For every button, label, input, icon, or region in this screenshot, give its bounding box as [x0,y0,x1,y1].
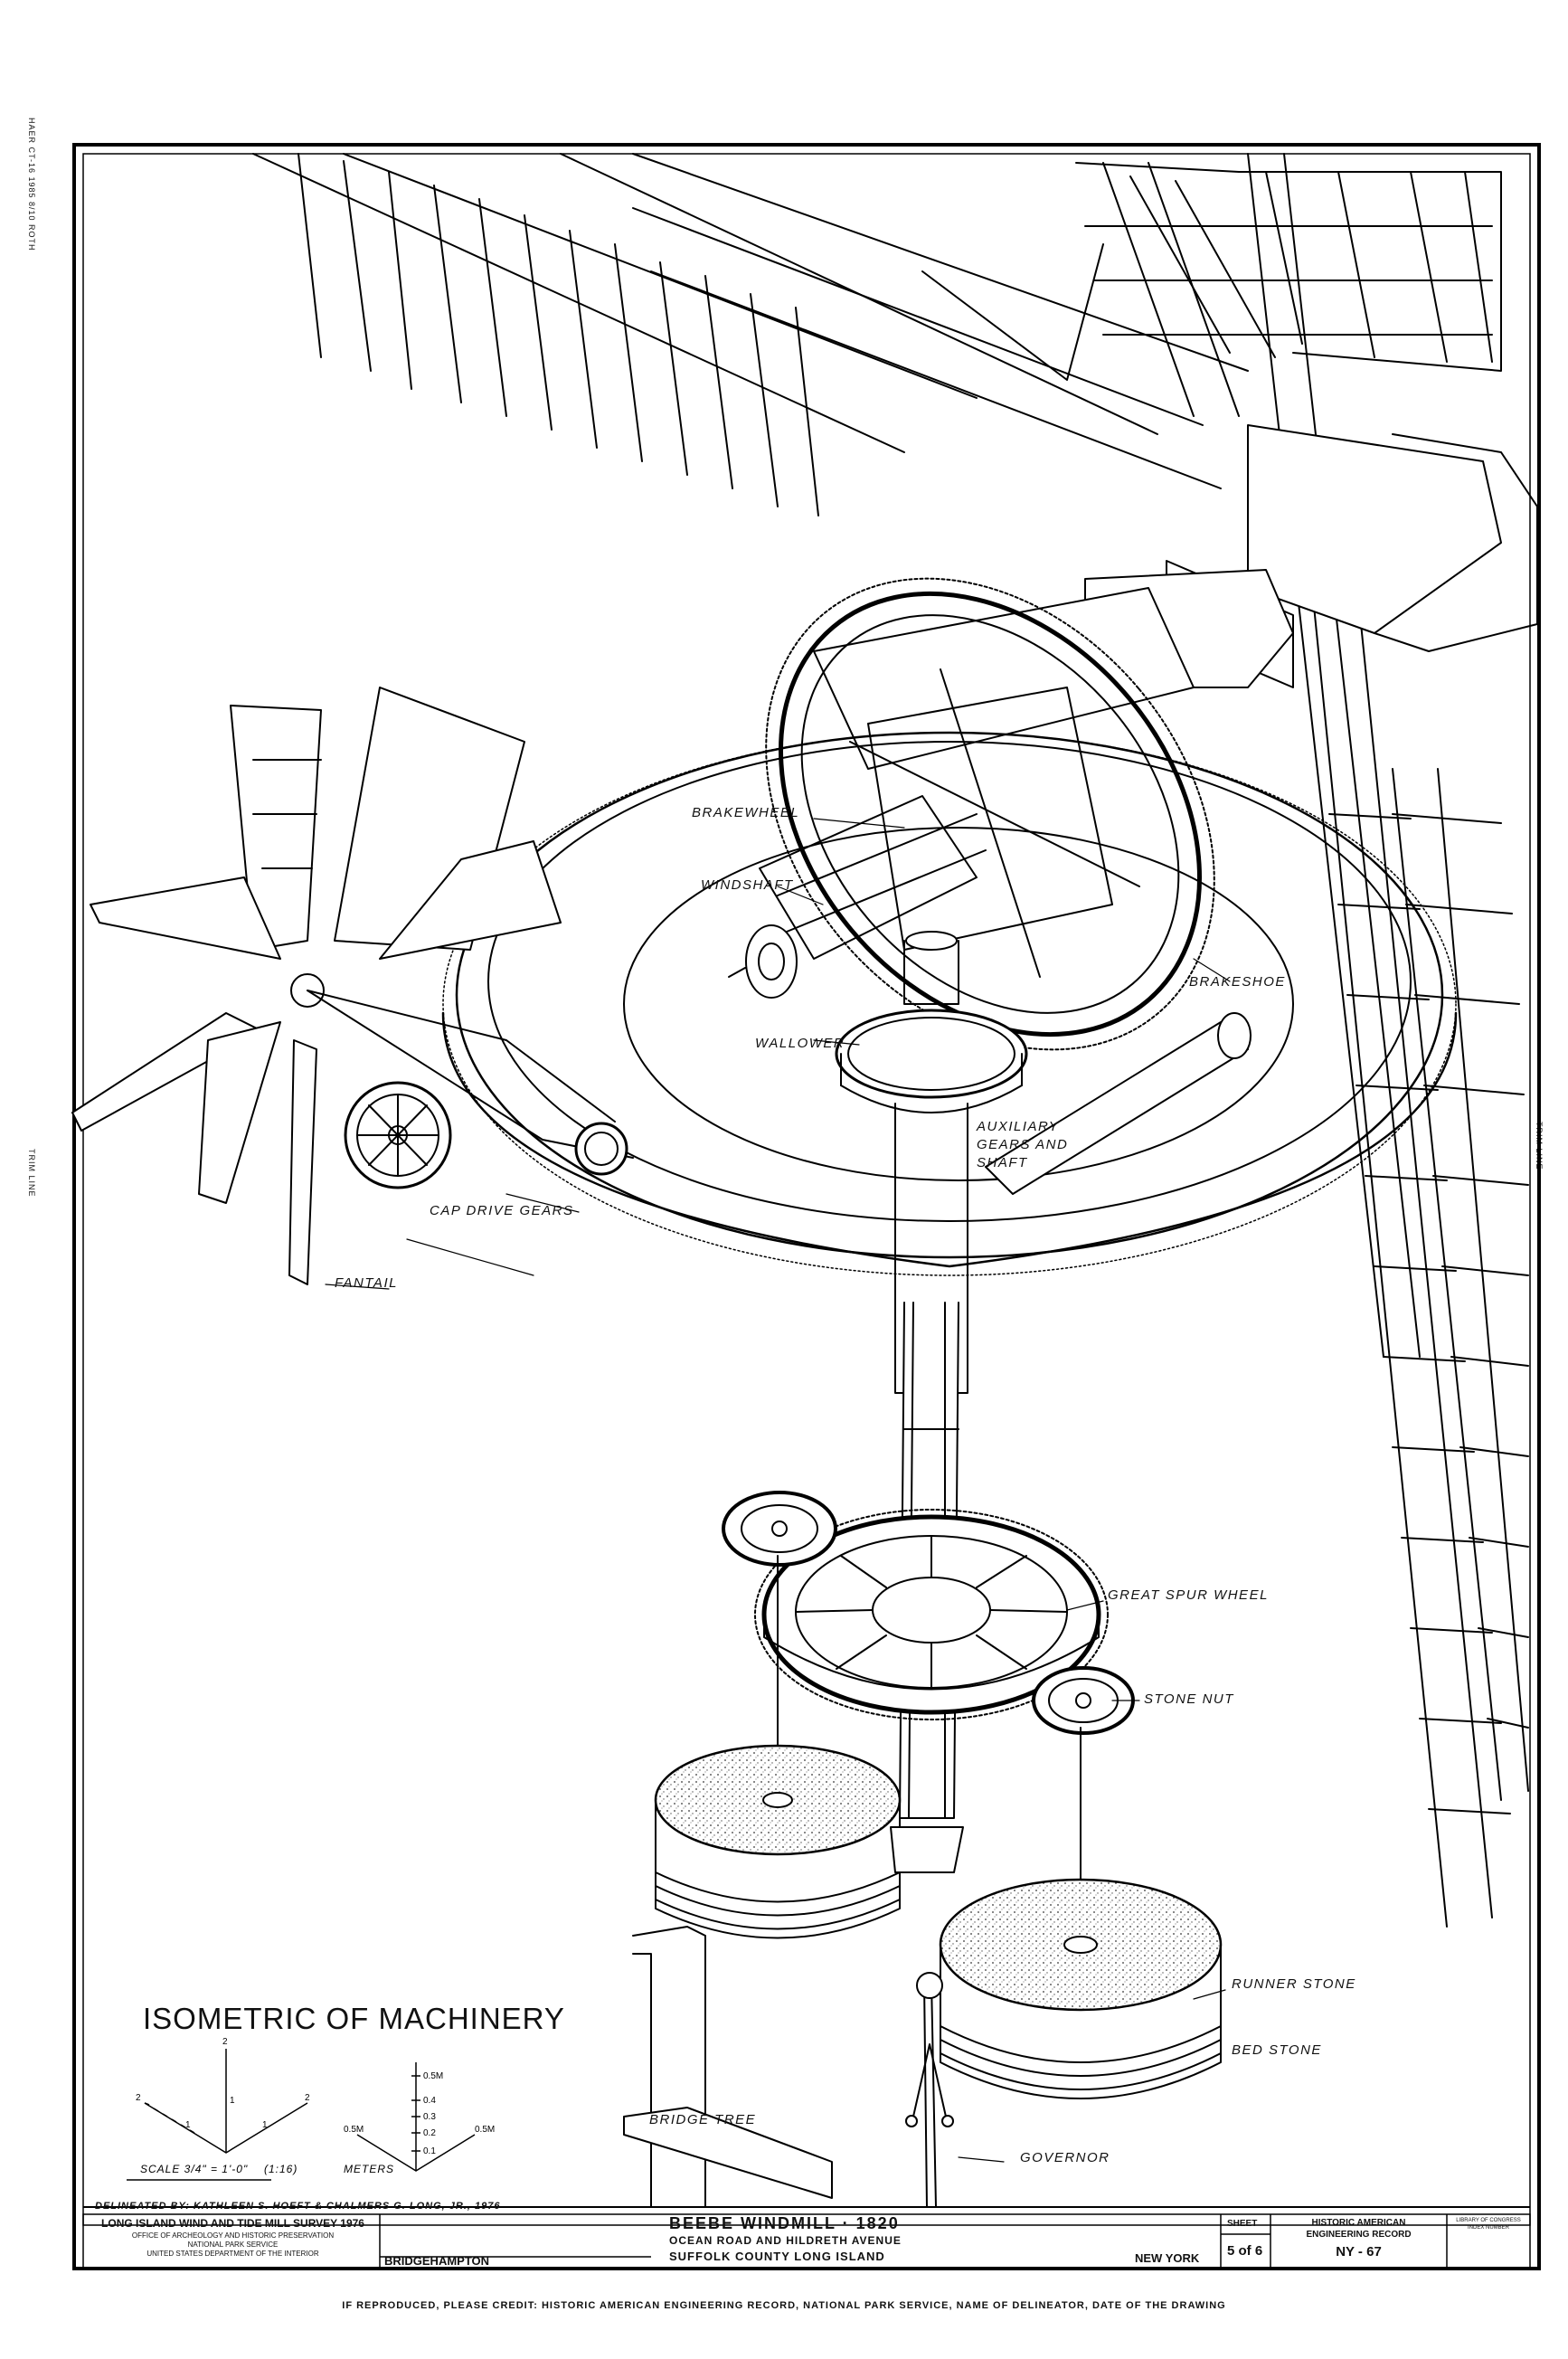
millstone-right [939,1878,1223,2099]
scale-axis-num-2a: 2 [136,2093,141,2103]
trim-line-left: TRIM LINE [27,1149,36,1198]
scale-diagram [127,2049,476,2181]
label-runner-stone: RUNNER STONE [1232,1976,1356,1992]
wallower [835,931,1028,1113]
survey-name: LONG ISLAND WIND AND TIDE MILL SURVEY 19… [101,2217,364,2230]
scale-label: SCALE 3/4" = 1'-0" [140,2163,248,2175]
scale-axis-num-1c: 1 [262,2120,268,2130]
label-governor: GOVERNOR [1020,2150,1110,2165]
leader-lines [325,818,1231,2163]
fantail [71,687,634,1285]
label-fantail: FANTAIL [335,1275,398,1291]
meter-tick-2: 0.4 [423,2096,436,2106]
drawing-title: ISOMETRIC OF MACHINERY [143,2002,565,2035]
cap-drive-gears [344,1081,628,1189]
meter-right-x: 0.5M [475,2125,495,2135]
office-line-2: NATIONAL PARK SERVICE [187,2241,279,2249]
office-line-3: UNITED STATES DEPARTMENT OF THE INTERIOR [146,2250,319,2258]
label-great-spur-wheel: GREAT SPUR WHEEL [1108,1587,1269,1603]
label-bridge-tree: BRIDGE TREE [649,2112,757,2127]
record-line-1: HISTORIC AMERICAN [1311,2218,1406,2228]
windshaft [728,424,1538,999]
label-bed-stone: BED STONE [1232,2042,1322,2058]
scale-axis-num-1b: 1 [185,2120,191,2130]
sheet-label: SHEET [1227,2219,1258,2229]
label-brakeshoe: BRAKESHOE [1189,974,1286,990]
label-auxiliary: AUXILIARY [977,1119,1060,1134]
inner-border [82,153,1531,2226]
upper-sail-lattice [252,153,1249,516]
library-line-1: LIBRARY OF CONGRESS [1456,2218,1521,2223]
label-stone-nut: STONE NUT [1144,1691,1234,1707]
brakewheel [765,577,1215,1051]
record-line-2: ENGINEERING RECORD [1306,2230,1412,2240]
town-name: BRIDGEHAMPTON [384,2254,490,2268]
meter-left-x: 0.5M [344,2125,364,2135]
office-line-1: OFFICE OF ARCHEOLOGY AND HISTORIC PRESER… [131,2231,335,2240]
governor [905,1972,954,2208]
scale-labels: 2 2 2 1 1 1 0.5M 0.4 0.3 0.2 0.1 0.5M 0.… [136,2037,495,2156]
scale-axis-num-1a: 1 [230,2096,235,2106]
state-name: NEW YORK [1135,2251,1200,2265]
delineated-by: DELINEATED BY: KATHLEEN S. HOEFT & CHALM… [95,2201,501,2212]
stone-nut-right [1032,1666,1135,1937]
bridge-tree [623,1826,964,2208]
label-windshaft: WINDSHAFT [701,877,794,893]
scale-ratio: (1:16) [264,2163,298,2175]
auxiliary-shaft [985,1012,1252,1195]
meter-tick-5: 0.1 [423,2146,436,2156]
great-spur-wheel [754,1509,1109,1720]
meter-tick-1: 0.5M [423,2071,443,2081]
label-gears-and: GEARS AND [977,1137,1069,1152]
title-block-frame [82,2213,1531,2269]
label-shaft: SHAFT [977,1155,1028,1170]
upper-right-sail [1075,162,1502,417]
sheet-number: 5 of 6 [1227,2243,1263,2259]
lower-right-stock [1247,153,1529,1928]
cap-curb [441,731,1458,1276]
meter-tick-3: 0.3 [423,2112,436,2122]
meters-label: METERS [344,2163,394,2175]
stone-nut-left [722,1491,837,1774]
address-line-2: SUFFOLK COUNTY LONG ISLAND [669,2250,885,2263]
structure-name: BEEBE WINDMILL · 1820 [669,2214,900,2232]
meter-tick-4: 0.2 [423,2128,436,2138]
label-cap-drive-gears: CAP DRIVE GEARS [430,1203,574,1218]
millstone-left [654,1744,902,1939]
archive-stamp: HAER CT-16 1985 8/10 ROTH [27,118,36,251]
label-wallower: WALLOWER [755,1036,845,1051]
address-line-1: OCEAN ROAD AND HILDRETH AVENUE [669,2234,902,2247]
label-brakewheel: BRAKEWHEEL [692,805,800,820]
record-number: NY - 67 [1336,2244,1382,2260]
library-line-2: INDEX NUMBER [1467,2225,1509,2231]
scale-axis-num-2c: 2 [222,2037,228,2047]
credit-line: IF REPRODUCED, PLEASE CREDIT: HISTORIC A… [342,2300,1226,2311]
scale-axis-num-2b: 2 [305,2093,310,2103]
